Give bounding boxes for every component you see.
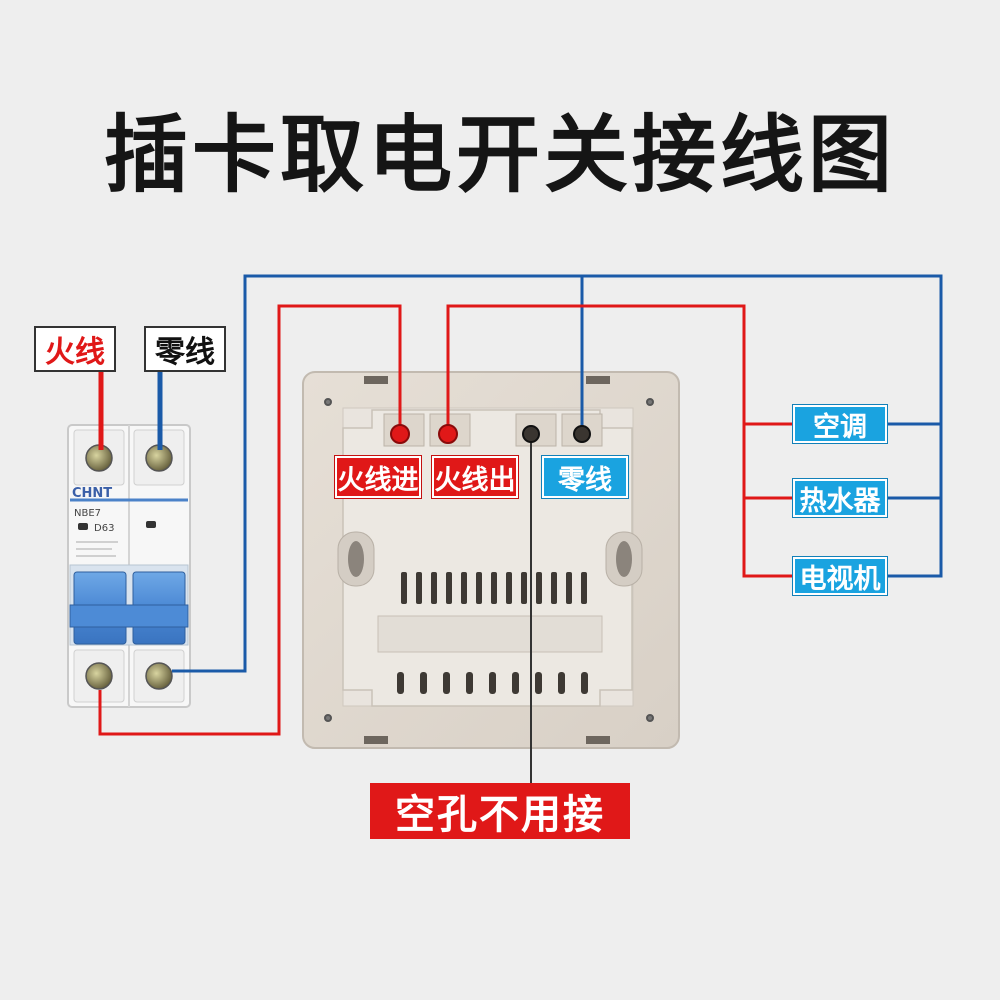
breaker-bottom-left-screw-icon: [85, 662, 113, 690]
live-out-label: 火线出: [432, 456, 518, 498]
card-switch-back-plate: [302, 371, 680, 749]
live-wire-label: 火线: [34, 326, 116, 372]
load-label-water-heater: 热水器: [793, 479, 887, 517]
breaker-brand: CHNT: [72, 486, 112, 501]
diagram-title: 插卡取电开关接线图: [103, 106, 896, 204]
unused-terminal-icon: [522, 425, 540, 443]
breaker-rating: D63: [94, 523, 114, 534]
wires: [98, 274, 943, 783]
live-in-terminal-icon: [390, 424, 410, 444]
neutral-bus-wire: [172, 274, 943, 673]
neutral-terminal-icon: [573, 425, 591, 443]
breaker-model: NBE7: [74, 508, 101, 519]
live-out-terminal-icon: [438, 424, 458, 444]
load-label-ac: 空调: [793, 405, 887, 443]
live-out-wire: [446, 304, 794, 578]
load-label-tv: 电视机: [793, 557, 887, 595]
circuit-breaker: CHNT NBE7 D63: [67, 424, 191, 708]
live-to-switch-wire: [98, 304, 402, 736]
breaker-bottom-right-screw-icon: [145, 662, 173, 690]
neutral-terminal-label: 零线: [542, 456, 628, 498]
unused-hole-note: 空孔不用接: [370, 783, 630, 839]
neutral-wire-label: 零线: [144, 326, 226, 372]
live-in-label: 火线进: [335, 456, 421, 498]
